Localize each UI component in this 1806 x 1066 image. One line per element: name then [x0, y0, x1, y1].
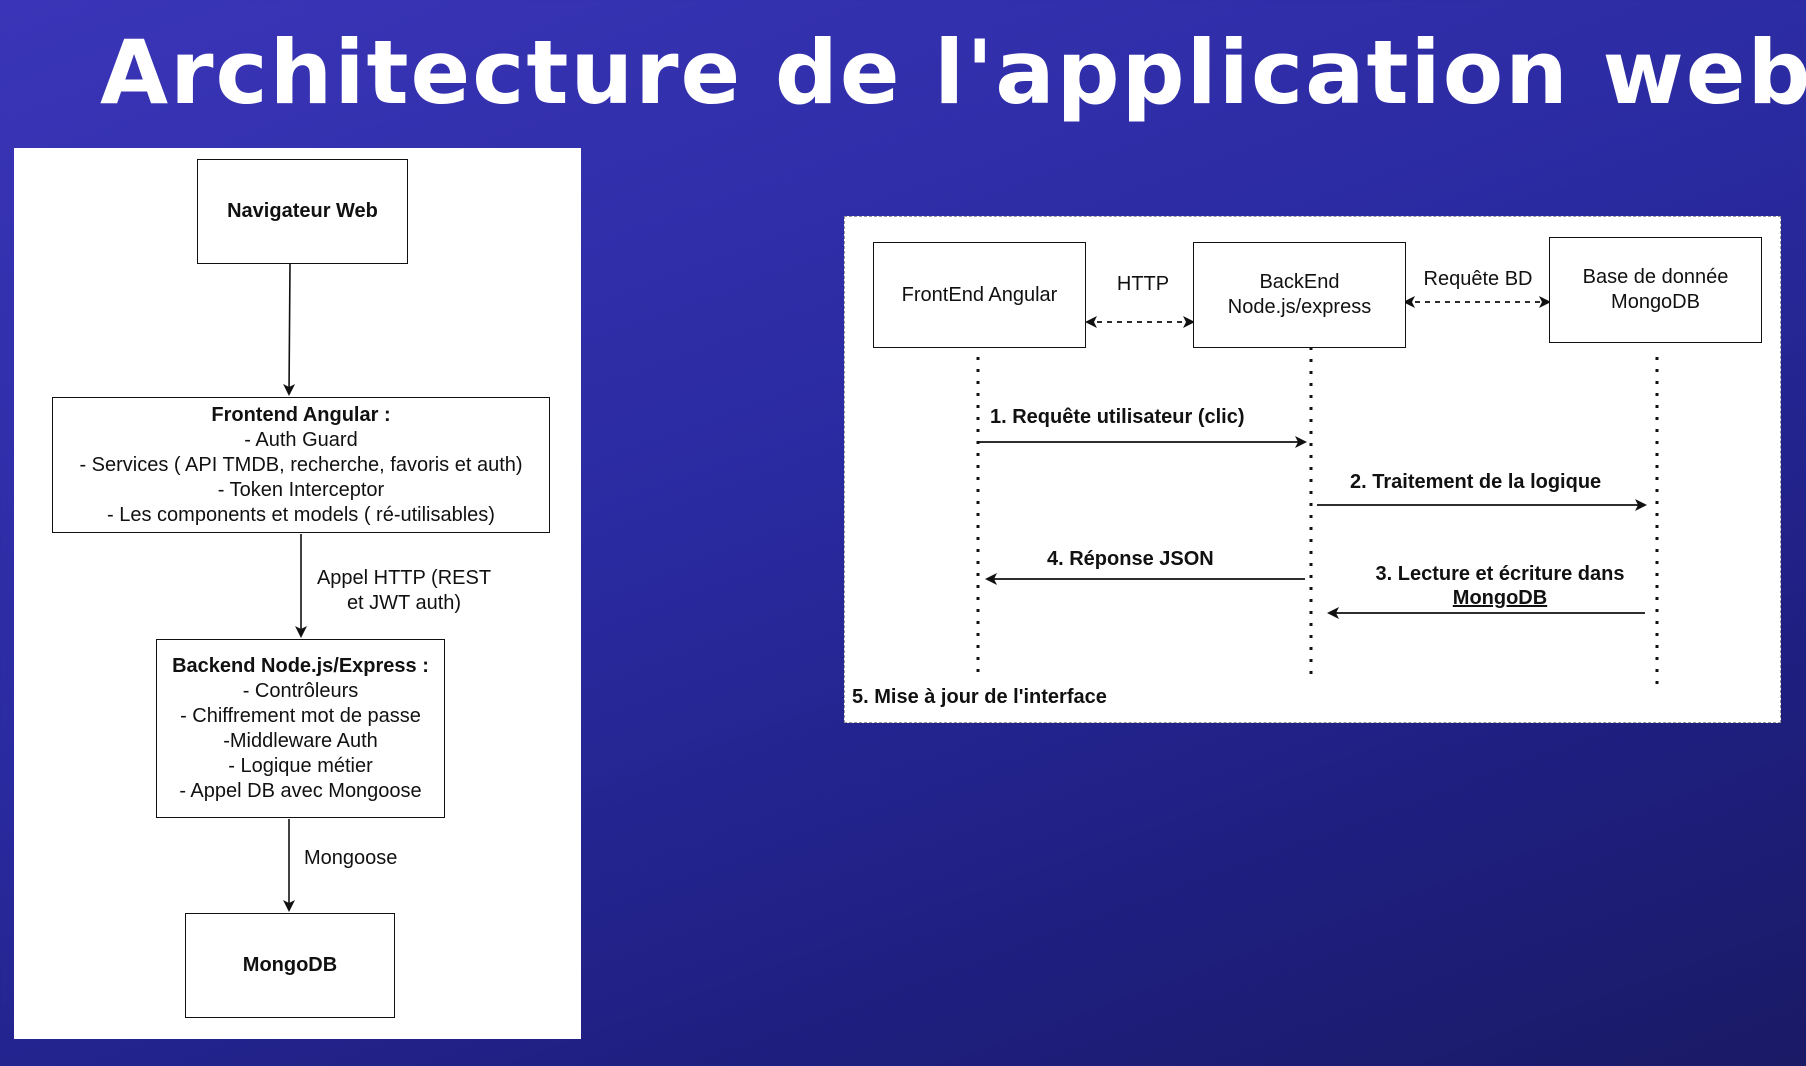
backend-node-item: - Appel DB avec Mongoose	[179, 779, 422, 802]
message-4-label: 4. Réponse JSON	[1047, 548, 1214, 570]
architecture-flowchart: Navigateur Web Frontend Angular : - Auth…	[14, 148, 581, 1039]
message-2-label: 2. Traitement de la logique	[1350, 471, 1602, 493]
http-call-edge-label-line: Appel HTTP (REST	[316, 567, 492, 589]
frontend-node-item: - Les components et models ( ré-utilisab…	[107, 503, 495, 526]
flowchart-connectors	[283, 263, 307, 912]
participant-backend-label: BackEnd	[1259, 271, 1340, 293]
participant-database-label: MongoDB	[1611, 291, 1700, 313]
http-call-edge-label: Appel HTTP (REST et JWT auth)	[304, 566, 504, 616]
frontend-node: Frontend Angular : - Auth Guard - Servic…	[52, 397, 550, 533]
message-3-label: 3. Lecture et écriture dans MongoDB	[1355, 562, 1645, 610]
backend-node-heading: Backend Node.js/Express :	[172, 654, 429, 677]
mongodb-node: MongoDB	[185, 913, 395, 1018]
http-link-label: HTTP	[1116, 273, 1170, 295]
browser-node: Navigateur Web	[197, 159, 408, 264]
backend-node-item: - Chiffrement mot de passe	[180, 704, 421, 727]
mongoose-edge-label: Mongoose	[304, 847, 398, 869]
db-request-link-label: Requête BD	[1423, 268, 1533, 290]
message-3-label-line: MongoDB	[1452, 587, 1548, 609]
sequence-connectors	[976, 296, 1659, 689]
message-5-label: 5. Mise à jour de l'interface	[852, 686, 1107, 708]
frontend-node-item: - Auth Guard	[244, 428, 358, 451]
backend-node-item: - Logique métier	[228, 754, 373, 777]
frontend-node-heading: Frontend Angular :	[211, 403, 391, 426]
participant-database: Base de donnée MongoDB	[1549, 237, 1762, 343]
arrow-browser-to-frontend	[283, 263, 296, 396]
http-call-edge-label-line: et JWT auth)	[346, 592, 462, 614]
message-3-label-line: 3. Lecture et écriture dans	[1375, 563, 1625, 585]
participant-database-label: Base de donnée	[1582, 266, 1729, 288]
participant-frontend: FrontEnd Angular	[873, 242, 1086, 348]
frontend-node-item: - Services ( API TMDB, recherche, favori…	[79, 453, 523, 476]
backend-node-item: -Middleware Auth	[223, 729, 378, 752]
participant-backend-label: Node.js/express	[1227, 296, 1372, 318]
participant-backend: BackEnd Node.js/express	[1193, 242, 1406, 348]
frontend-node-item: - Token Interceptor	[217, 478, 385, 501]
mongodb-node-label: MongoDB	[242, 954, 338, 976]
sequence-diagram: FrontEnd Angular BackEnd Node.js/express…	[844, 216, 1781, 723]
slide-title: Architecture de l'application web	[100, 21, 1806, 124]
backend-node: Backend Node.js/Express : - Contrôleurs …	[156, 639, 445, 818]
message-1-label: 1. Requête utilisateur (clic)	[990, 406, 1245, 428]
browser-node-label: Navigateur Web	[227, 200, 378, 222]
participant-frontend-label: FrontEnd Angular	[901, 283, 1058, 306]
backend-node-item: - Contrôleurs	[242, 679, 359, 702]
